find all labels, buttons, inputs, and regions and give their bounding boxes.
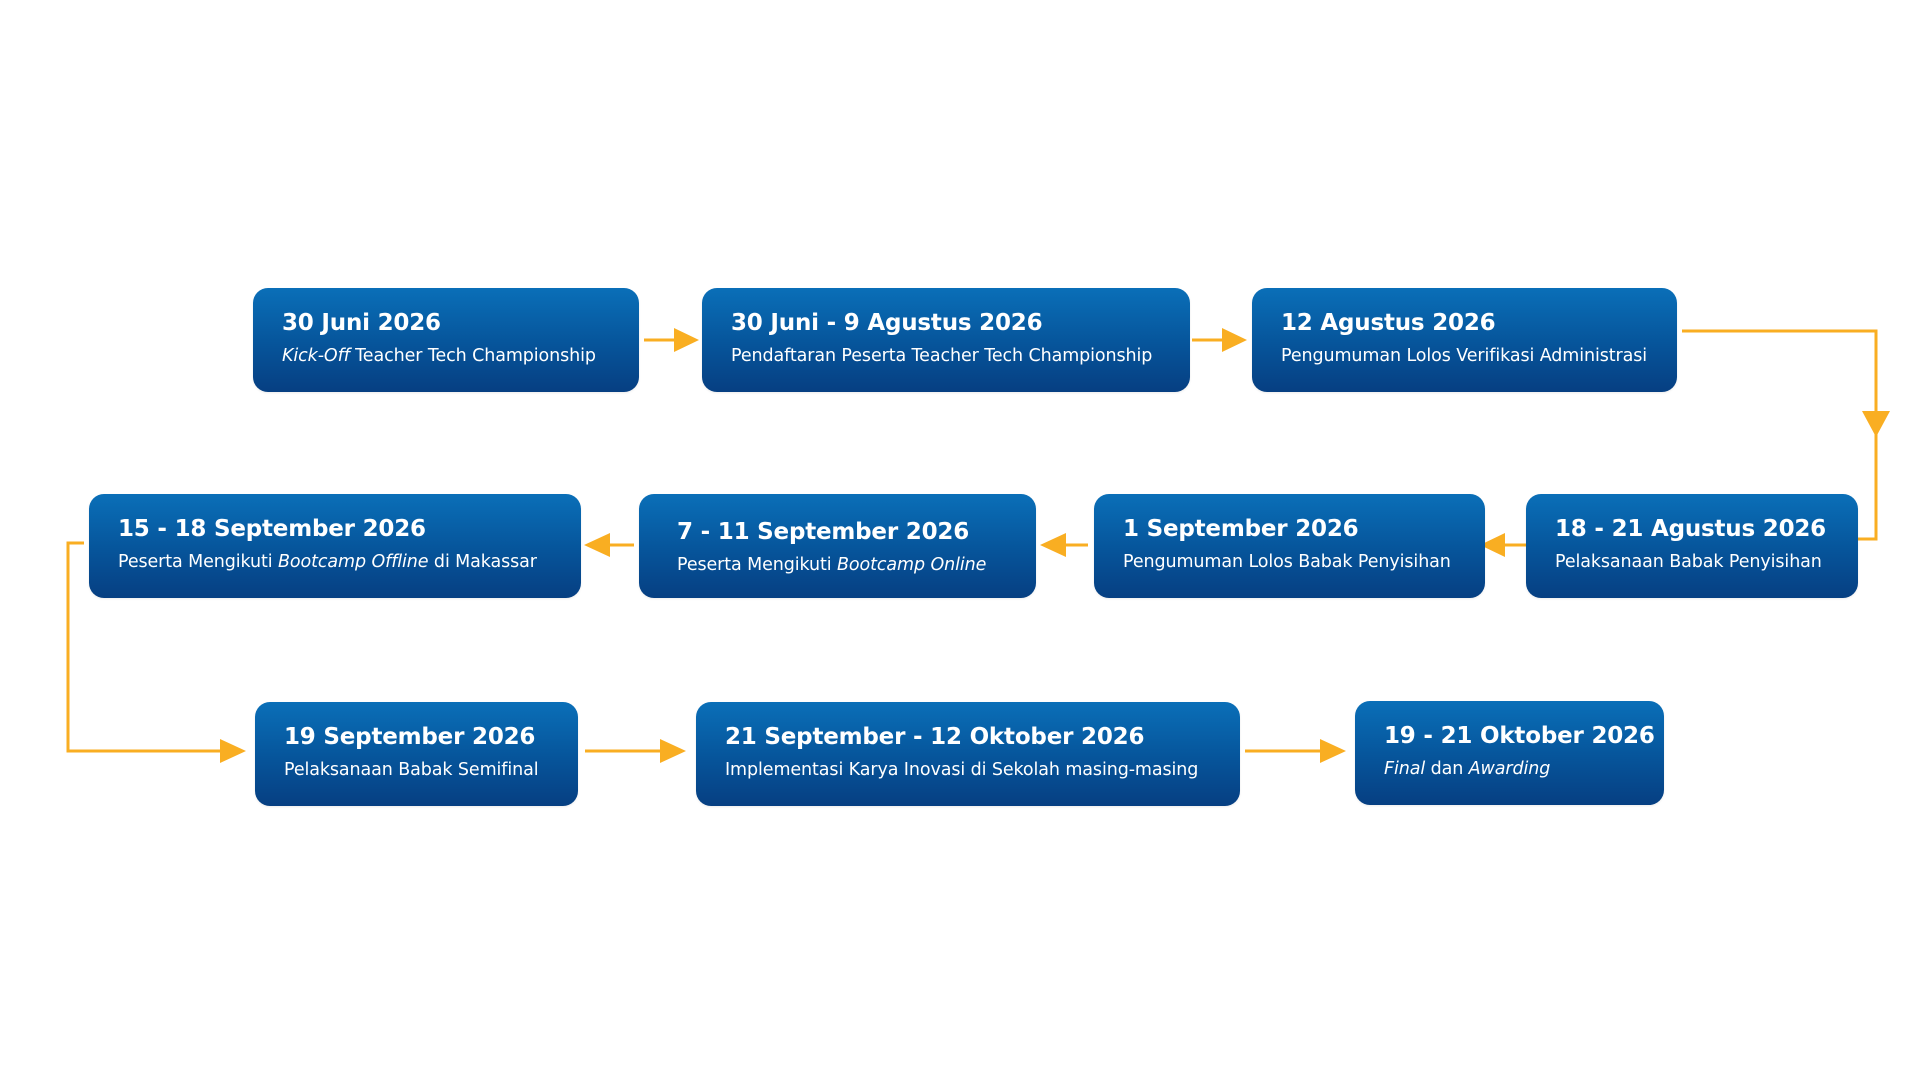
step-description: Pelaksanaan Babak Penyisihan — [1555, 551, 1830, 573]
connector-line-4 — [1858, 434, 1878, 541]
timeline-step-preliminary-round: 18 - 21 Agustus 2026 Pelaksanaan Babak P… — [1526, 494, 1858, 598]
step-desc-text: Implementasi Karya Inovasi di Sekolah ma… — [725, 760, 1199, 780]
step-date: 12 Agustus 2026 — [1281, 310, 1496, 336]
step-desc-text: Teacher Tech Championship — [349, 346, 596, 366]
timeline-step-semifinal: 19 September 2026 Pelaksanaan Babak Semi… — [255, 702, 578, 806]
connector-line-3 — [1682, 329, 1878, 413]
step-description: Pelaksanaan Babak Semifinal — [284, 759, 550, 781]
arrow-head-7 — [220, 739, 246, 763]
step-description: Peserta Mengikuti Bootcamp Online — [677, 554, 1008, 576]
timeline-step-bootcamp-offline: 15 - 18 September 2026 Peserta Mengikuti… — [89, 494, 581, 598]
step-date: 15 - 18 September 2026 — [118, 516, 426, 542]
arrow-head-6 — [584, 533, 610, 557]
step-date: 30 Juni 2026 — [282, 310, 441, 336]
step-desc-text: Pengumuman Lolos Babak Penyisihan — [1123, 552, 1451, 572]
arrow-head-5 — [1040, 533, 1066, 557]
arrow-head-3 — [1862, 411, 1890, 437]
step-desc-text: Peserta Mengikuti — [118, 552, 279, 572]
step-desc-italic: Bootcamp Offline — [278, 552, 429, 572]
step-desc-italic: Bootcamp Online — [837, 555, 987, 575]
step-date: 30 Juni - 9 Agustus 2026 — [731, 310, 1043, 336]
step-desc-text: Pengumuman Lolos Verifikasi Administrasi — [1281, 346, 1648, 366]
step-description: Final dan Awarding — [1384, 758, 1636, 780]
step-description: Pendaftaran Peserta Teacher Tech Champio… — [731, 345, 1162, 367]
step-description: Peserta Mengikuti Bootcamp Offline di Ma… — [118, 551, 553, 573]
step-desc-text: Pendaftaran Peserta Teacher Tech Champio… — [731, 346, 1153, 366]
step-desc-italic: Kick-Off — [282, 346, 350, 366]
arrow-head-1 — [674, 328, 699, 352]
step-desc-text: Pelaksanaan Babak Semifinal — [284, 760, 539, 780]
step-desc-text: Peserta Mengikuti — [677, 555, 838, 575]
step-description: Pengumuman Lolos Babak Penyisihan — [1123, 551, 1457, 573]
step-date: 1 September 2026 — [1123, 516, 1359, 542]
arrow-head-2 — [1222, 328, 1247, 352]
step-desc-italic: Awarding — [1468, 759, 1551, 779]
timeline-step-preliminary-announcement: 1 September 2026 Pengumuman Lolos Babak … — [1094, 494, 1485, 598]
timeline-step-registration: 30 Juni - 9 Agustus 2026 Pendaftaran Pes… — [702, 288, 1190, 392]
step-description: Kick-Off Teacher Tech Championship — [282, 345, 611, 367]
step-date: 19 September 2026 — [284, 724, 536, 750]
timeline-step-admin-verification: 12 Agustus 2026 Pengumuman Lolos Verifik… — [1252, 288, 1677, 392]
step-date: 21 September - 12 Oktober 2026 — [725, 724, 1145, 750]
step-description: Pengumuman Lolos Verifikasi Administrasi — [1281, 345, 1649, 367]
timeline-step-kickoff: 30 Juni 2026 Kick-Off Teacher Tech Champ… — [253, 288, 639, 392]
timeline-step-bootcamp-online: 7 - 11 September 2026 Peserta Mengikuti … — [639, 494, 1036, 598]
step-date: 19 - 21 Oktober 2026 — [1384, 723, 1655, 749]
step-desc-text: di Makassar — [428, 552, 537, 572]
step-desc-italic: Final — [1384, 759, 1426, 779]
step-description: Implementasi Karya Inovasi di Sekolah ma… — [725, 759, 1212, 781]
step-date: 18 - 21 Agustus 2026 — [1555, 516, 1826, 542]
timeline-step-implementation: 21 September - 12 Oktober 2026 Implement… — [696, 702, 1240, 806]
step-desc-text: Pelaksanaan Babak Penyisihan — [1555, 552, 1822, 572]
timeline-step-final-awarding: 19 - 21 Oktober 2026 Final dan Awarding — [1355, 701, 1664, 805]
step-desc-text: dan — [1425, 759, 1469, 779]
arrow-head-9 — [1320, 739, 1346, 763]
arrow-head-8 — [660, 739, 686, 763]
step-date: 7 - 11 September 2026 — [677, 519, 969, 545]
